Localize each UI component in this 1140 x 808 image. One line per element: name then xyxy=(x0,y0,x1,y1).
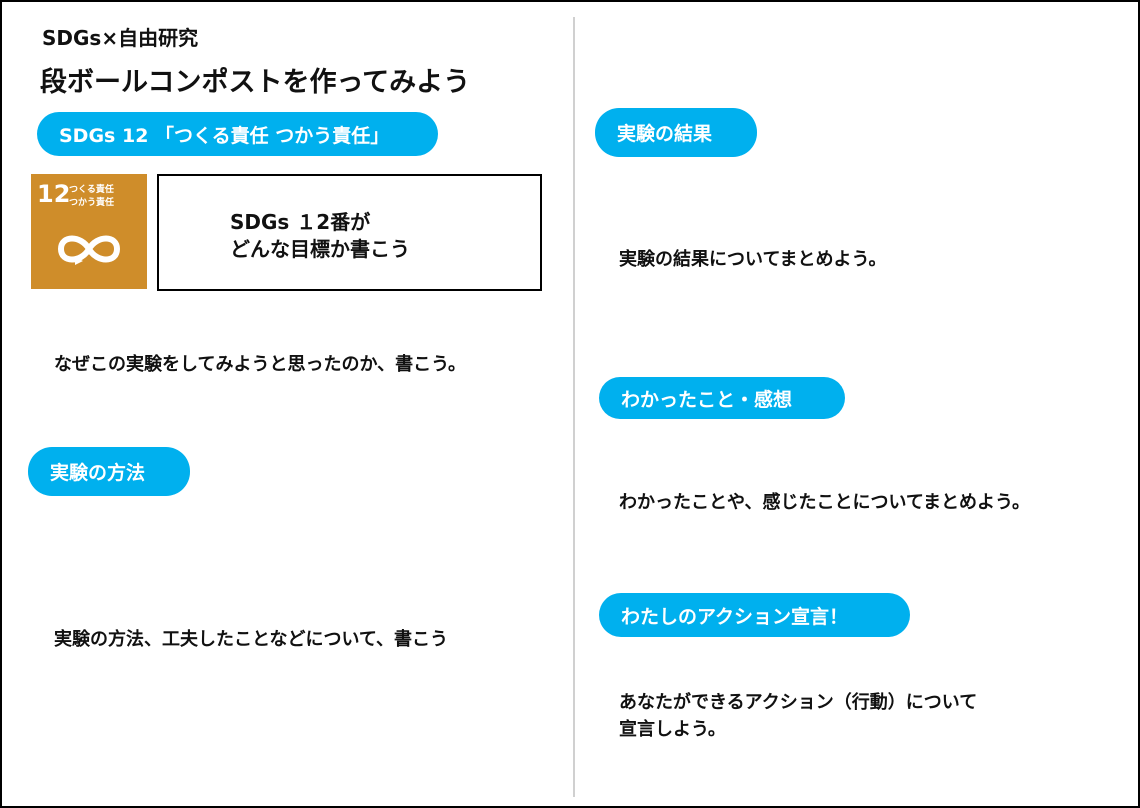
method-prompt: 実験の方法、工夫したことなどについて、書こう xyxy=(54,629,449,650)
result-pill: 実験の結果 xyxy=(595,108,757,157)
goal-box-line1: SDGs １2番が xyxy=(230,210,371,234)
action-prompt-line2: 宣言しよう。 xyxy=(619,719,726,740)
reason-prompt: なぜこの実験をしてみようと思ったのか、書こう。 xyxy=(54,354,467,375)
worksheet-title: 段ボールコンポストを作ってみよう xyxy=(40,67,471,98)
sdg-goal-pill: SDGs 12 「つくる責任 つかう責任」 xyxy=(37,112,438,156)
infinity-icon xyxy=(57,235,121,265)
sdg-tile-number: 12 xyxy=(37,180,71,208)
goal-box-line2: どんな目標か書こう xyxy=(230,237,410,261)
goal-answer-box[interactable]: SDGs １2番が どんな目標か書こう xyxy=(157,174,542,291)
action-pill: わたしのアクション宣言！ xyxy=(599,593,910,637)
learned-prompt: わかったことや、感じたことについてまとめよう。 xyxy=(619,492,1030,513)
sdg12-icon: 12 つくる責任 つかう責任 xyxy=(31,174,147,289)
column-divider xyxy=(573,17,575,797)
result-prompt: 実験の結果についてまとめよう。 xyxy=(619,249,887,270)
worksheet-subtitle: SDGs×自由研究 xyxy=(42,26,199,50)
sdg-tile-line2: つかう責任 xyxy=(69,198,115,208)
sdg-tile-line1: つくる責任 xyxy=(69,185,114,195)
action-prompt-line1: あなたができるアクション（行動）について xyxy=(619,692,978,713)
learned-pill: わかったこと・感想 xyxy=(599,377,845,419)
method-pill: 実験の方法 xyxy=(28,447,190,496)
